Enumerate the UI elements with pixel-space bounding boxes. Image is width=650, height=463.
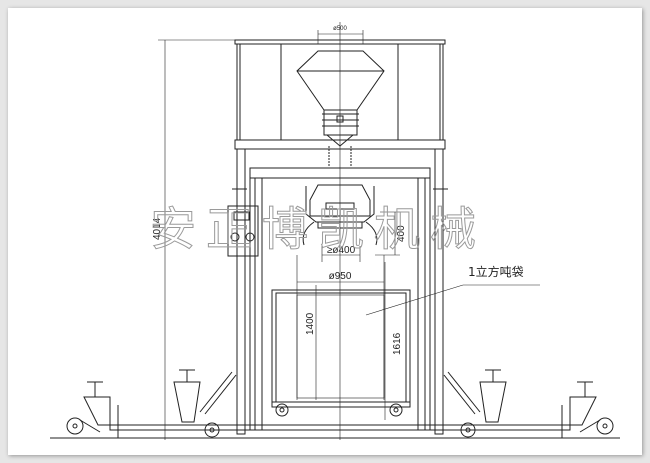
dim-1400-text: 1400 xyxy=(305,312,316,335)
dim-4014-text: 4014 xyxy=(152,217,163,240)
base-rails xyxy=(50,424,620,439)
filling-head xyxy=(302,184,378,246)
drawing-sheet xyxy=(8,8,642,455)
dim-400-diameter-text: ≥ø400 xyxy=(327,245,356,256)
dim-500-text: ø500 xyxy=(333,26,347,32)
dimension-overall-height: 4014 xyxy=(152,39,236,440)
top-frame xyxy=(234,39,446,150)
callout-label-text: 1立方吨袋 xyxy=(468,264,524,279)
hopper: ø500 xyxy=(296,26,385,167)
ton-bag: ø950 1400 1616 xyxy=(271,255,411,420)
dim-400-height-text: 400 xyxy=(396,225,407,242)
dimension-spout: ≥ø400 400 xyxy=(321,211,407,262)
left-base xyxy=(66,369,237,438)
watermark-logo: 安正博凯机械 xyxy=(150,202,486,256)
dim-950-text: ø950 xyxy=(329,271,352,282)
dim-1616-text: 1616 xyxy=(392,332,403,355)
bag-callout: 1立方吨袋 xyxy=(365,264,540,316)
control-box xyxy=(227,205,259,257)
right-base xyxy=(443,369,614,438)
